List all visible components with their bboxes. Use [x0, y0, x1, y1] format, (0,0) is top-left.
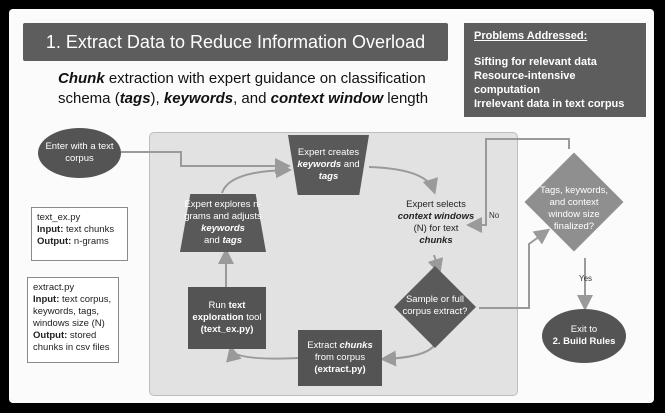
arrow-creates-to-selects	[368, 166, 438, 195]
selects-context-node: Expert selects context windows (N) for t…	[393, 191, 479, 255]
selects-chunks: chunks	[419, 235, 453, 246]
edge-label-yes: Yes	[579, 274, 593, 283]
text-ex-output-label: Output:	[37, 236, 72, 247]
arrow-explores-to-creates	[221, 162, 292, 194]
extract-input-label: Input:	[33, 294, 60, 305]
explores-ngrams-label: Expert explores n-grams and adjusts keyw…	[180, 194, 266, 252]
extract-info-box: extract.py Input: text corpus, keywords,…	[27, 277, 119, 363]
extract-chunks: chunks	[339, 340, 373, 351]
arrow-decision-no	[466, 138, 570, 233]
edge-label-no: No	[489, 211, 500, 220]
arrow-enter-to-creates	[121, 151, 291, 174]
explores-keywords: keywords	[201, 223, 245, 234]
problem-item: Sifting for relevant data	[474, 56, 597, 68]
creates-keywords: keywords	[297, 158, 342, 170]
problems-heading: Problems Addressed:	[474, 30, 588, 42]
run-file: (text_ex.py)	[200, 324, 254, 335]
subtitle-text: ),	[150, 90, 164, 107]
subtitle-keywords: keywords	[163, 90, 234, 107]
explores-tags: tags	[222, 235, 243, 246]
subtitle-chunk: Chunk	[58, 70, 105, 87]
subtitle-context-window: context window	[270, 90, 384, 107]
selects-text-2: (N) for text	[413, 223, 459, 234]
explores-text: Expert explores n-grams and adjusts	[184, 199, 262, 222]
flow-arrows	[121, 138, 593, 367]
extract-text: Extract	[307, 340, 340, 351]
slide-subtitle: Chunk extraction with expert guidance on…	[58, 69, 458, 109]
slide-title: 1. Extract Data to Reduce Information Ov…	[23, 23, 448, 61]
extract-chunks-node: Extract chunks from corpus (extract.py)	[298, 330, 382, 386]
sample-decision-label: Sample or full corpus extract?	[402, 294, 468, 317]
extract-output-value: stored chunks in csv files	[33, 330, 110, 353]
creates-tags: tags	[318, 170, 339, 182]
finalized-decision-label: Tags, keywords, and context window size …	[539, 185, 609, 232]
creates-text: Expert creates	[297, 146, 360, 158]
creates-keywords-label: Expert creates keywords and tags	[288, 137, 369, 192]
subtitle-text: length	[383, 90, 429, 107]
explores-ngrams-node	[180, 194, 266, 252]
run-exploration: exploration	[192, 312, 244, 323]
text-ex-info-box: text_ex.py Input: text chunks Output: n-…	[31, 207, 128, 261]
extract-input-value: text corpus, keywords, tags, windows siz…	[33, 294, 112, 329]
start-node: Enter with a text corpus	[38, 128, 121, 178]
text-ex-filename: text_ex.py	[37, 212, 81, 223]
extract-output-label: Output:	[33, 330, 68, 341]
exit-node: Exit to 2. Build Rules	[542, 309, 626, 363]
problem-item: Resource-intensive computation	[474, 70, 576, 96]
extract-file: (extract.py)	[314, 364, 366, 375]
run-tool: tool	[243, 312, 262, 323]
exit-target: 2. Build Rules	[552, 336, 616, 347]
text-ex-input-label: Input:	[37, 224, 64, 235]
extract-filename: extract.py	[33, 282, 75, 293]
explores-and: and	[203, 235, 223, 246]
slide: 1. Extract Data to Reduce Information Ov…	[9, 9, 654, 403]
arrow-sample-to-extract	[380, 341, 437, 367]
arrow-extract-to-run	[226, 345, 300, 363]
subtitle-tags: tags	[119, 90, 151, 107]
arrow-sample-to-decision	[479, 228, 551, 309]
selects-context-windows: context windows	[397, 211, 475, 222]
selects-text: Expert selects	[406, 199, 466, 210]
run-text-exploration-node: Run text exploration tool (text_ex.py)	[188, 287, 266, 349]
run-text: Run	[208, 300, 229, 311]
exit-text: Exit to	[570, 324, 598, 335]
creates-keywords-node	[288, 135, 369, 195]
start-node-label: Enter with a text corpus	[45, 141, 114, 164]
text-ex-input-value: text chunks	[63, 224, 115, 235]
problems-addressed-box: Problems Addressed: Sifting for relevant…	[464, 23, 646, 117]
subtitle-text: , and	[233, 90, 271, 107]
problem-item: Irrelevant data in text corpus	[474, 98, 625, 110]
extract-from-corpus: from corpus	[314, 352, 366, 363]
subtitle-text: extraction with expert guidance on class…	[58, 70, 426, 107]
run-text-bold: text	[228, 300, 246, 311]
creates-and: and	[341, 158, 360, 170]
text-ex-output-value: n-grams	[71, 236, 109, 247]
